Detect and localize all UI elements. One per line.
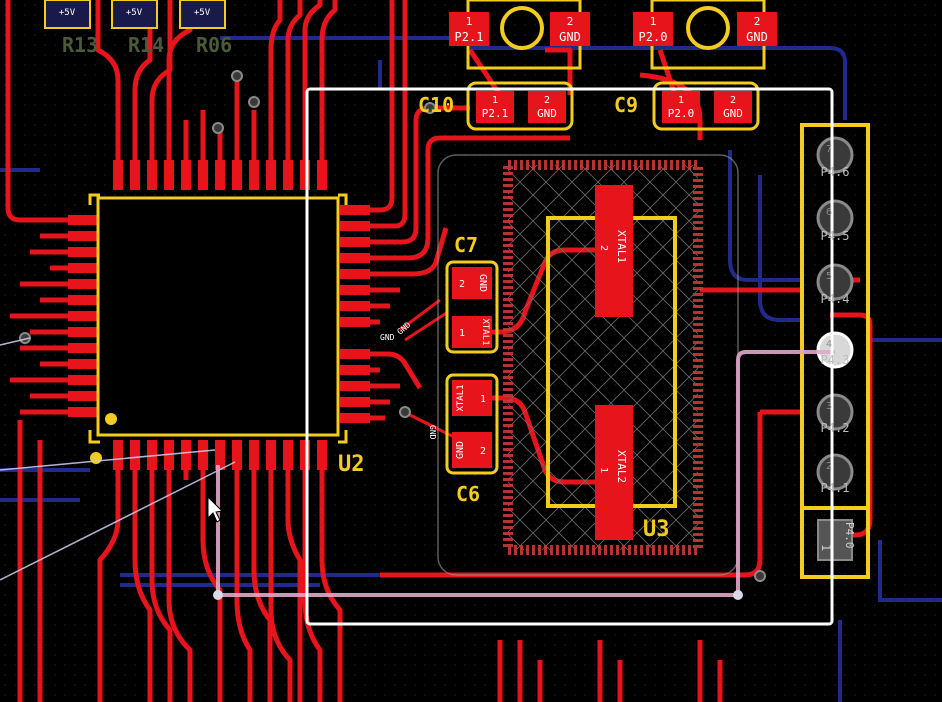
u3-designator: U3 [643,517,670,542]
p21-pin1-number: 1 [466,15,473,28]
c9-capacitor[interactable] [652,81,760,131]
xtal-pin1-number: 1 [598,467,609,473]
header-num-7: 7 [826,144,832,155]
c6-pin2-label: GND [455,441,466,459]
r14-designator: R14 [128,33,164,57]
c9-pin1-number: 1 [678,95,684,106]
c6-pin1-label: XTAL1 [456,384,466,411]
header-num-4: 4 [826,339,832,350]
c6-pin1-number: 1 [480,394,486,405]
header-num-2: 2 [826,461,832,472]
p20-pin1-label: P2.0 [639,30,668,44]
p20-pin2-number: 2 [754,15,761,28]
highlighted-net[interactable] [213,350,835,600]
c10-pin2-number: 2 [544,95,550,106]
header-num-3: 3 [826,401,832,412]
c10-pin1-number: 1 [492,95,498,106]
header-pin-p42: P4.2 [821,421,850,435]
ratsnest-lines [0,337,236,581]
p21-connector[interactable] [449,0,590,70]
r5v-label-2: +5V [126,8,143,18]
p21-pin2-label: GND [559,30,581,44]
c10-designator: C10 [418,93,454,117]
header-pin-p46: P4.6 [821,165,850,179]
header-pin-p44: P4.4 [821,292,850,306]
c6-designator: C6 [456,482,480,506]
c6-pin2-number: 2 [480,446,486,457]
c10-pin2-label: GND [537,107,557,120]
r5v-label-3: +5V [194,8,211,18]
p20-connector[interactable] [633,0,777,70]
c10-capacitor[interactable] [466,81,574,131]
gnd-net-label-1: GND [380,333,395,342]
u2-designator: U2 [338,452,365,477]
c7-pin1-number: 1 [459,328,465,339]
xtal-pin2-number: 2 [598,245,609,251]
r13-designator: R13 [62,33,98,57]
header-pin-p45: P4.5 [821,229,850,243]
header-pin-p40: P4.0 [843,522,856,549]
xtal-pin2-label: XTAL1 [615,230,628,263]
c7-pin2-number: 2 [459,279,465,290]
p20-pin1-number: 1 [650,15,657,28]
header-num-6: 6 [826,207,832,218]
mouse-cursor-icon [207,495,224,523]
c6-capacitor[interactable] [445,373,499,475]
c9-pin2-label: GND [723,107,743,120]
p21-pin1-label: P2.1 [455,30,484,44]
c7-pin2-label: GND [477,274,488,292]
c7-capacitor[interactable] [445,260,499,354]
c7-designator: C7 [454,233,478,257]
selection-box[interactable] [305,87,834,626]
u3-crystal[interactable] [546,185,677,540]
r06-designator: R06 [196,33,232,57]
p20-pin2-label: GND [746,30,768,44]
p21-pin2-number: 2 [567,15,574,28]
header-num-5: 5 [826,271,832,282]
gnd-net-label-3: GND [428,425,437,440]
header-pin-p43: P4.3 [821,353,850,367]
c9-pin2-number: 2 [730,95,736,106]
c9-pin1-label: P2.0 [668,107,695,120]
c9-designator: C9 [614,93,638,117]
header-pin-p41: P4.1 [821,481,850,495]
header-num-1: 1 [819,544,833,551]
resistor-pads[interactable] [44,0,226,29]
u2-chip[interactable] [68,160,370,470]
r5v-label-1: +5V [59,8,76,18]
c10-pin1-label: P2.1 [482,107,509,120]
c7-pin1-label: XTAL1 [480,318,490,345]
xtal-pin1-label: XTAL2 [615,450,628,483]
